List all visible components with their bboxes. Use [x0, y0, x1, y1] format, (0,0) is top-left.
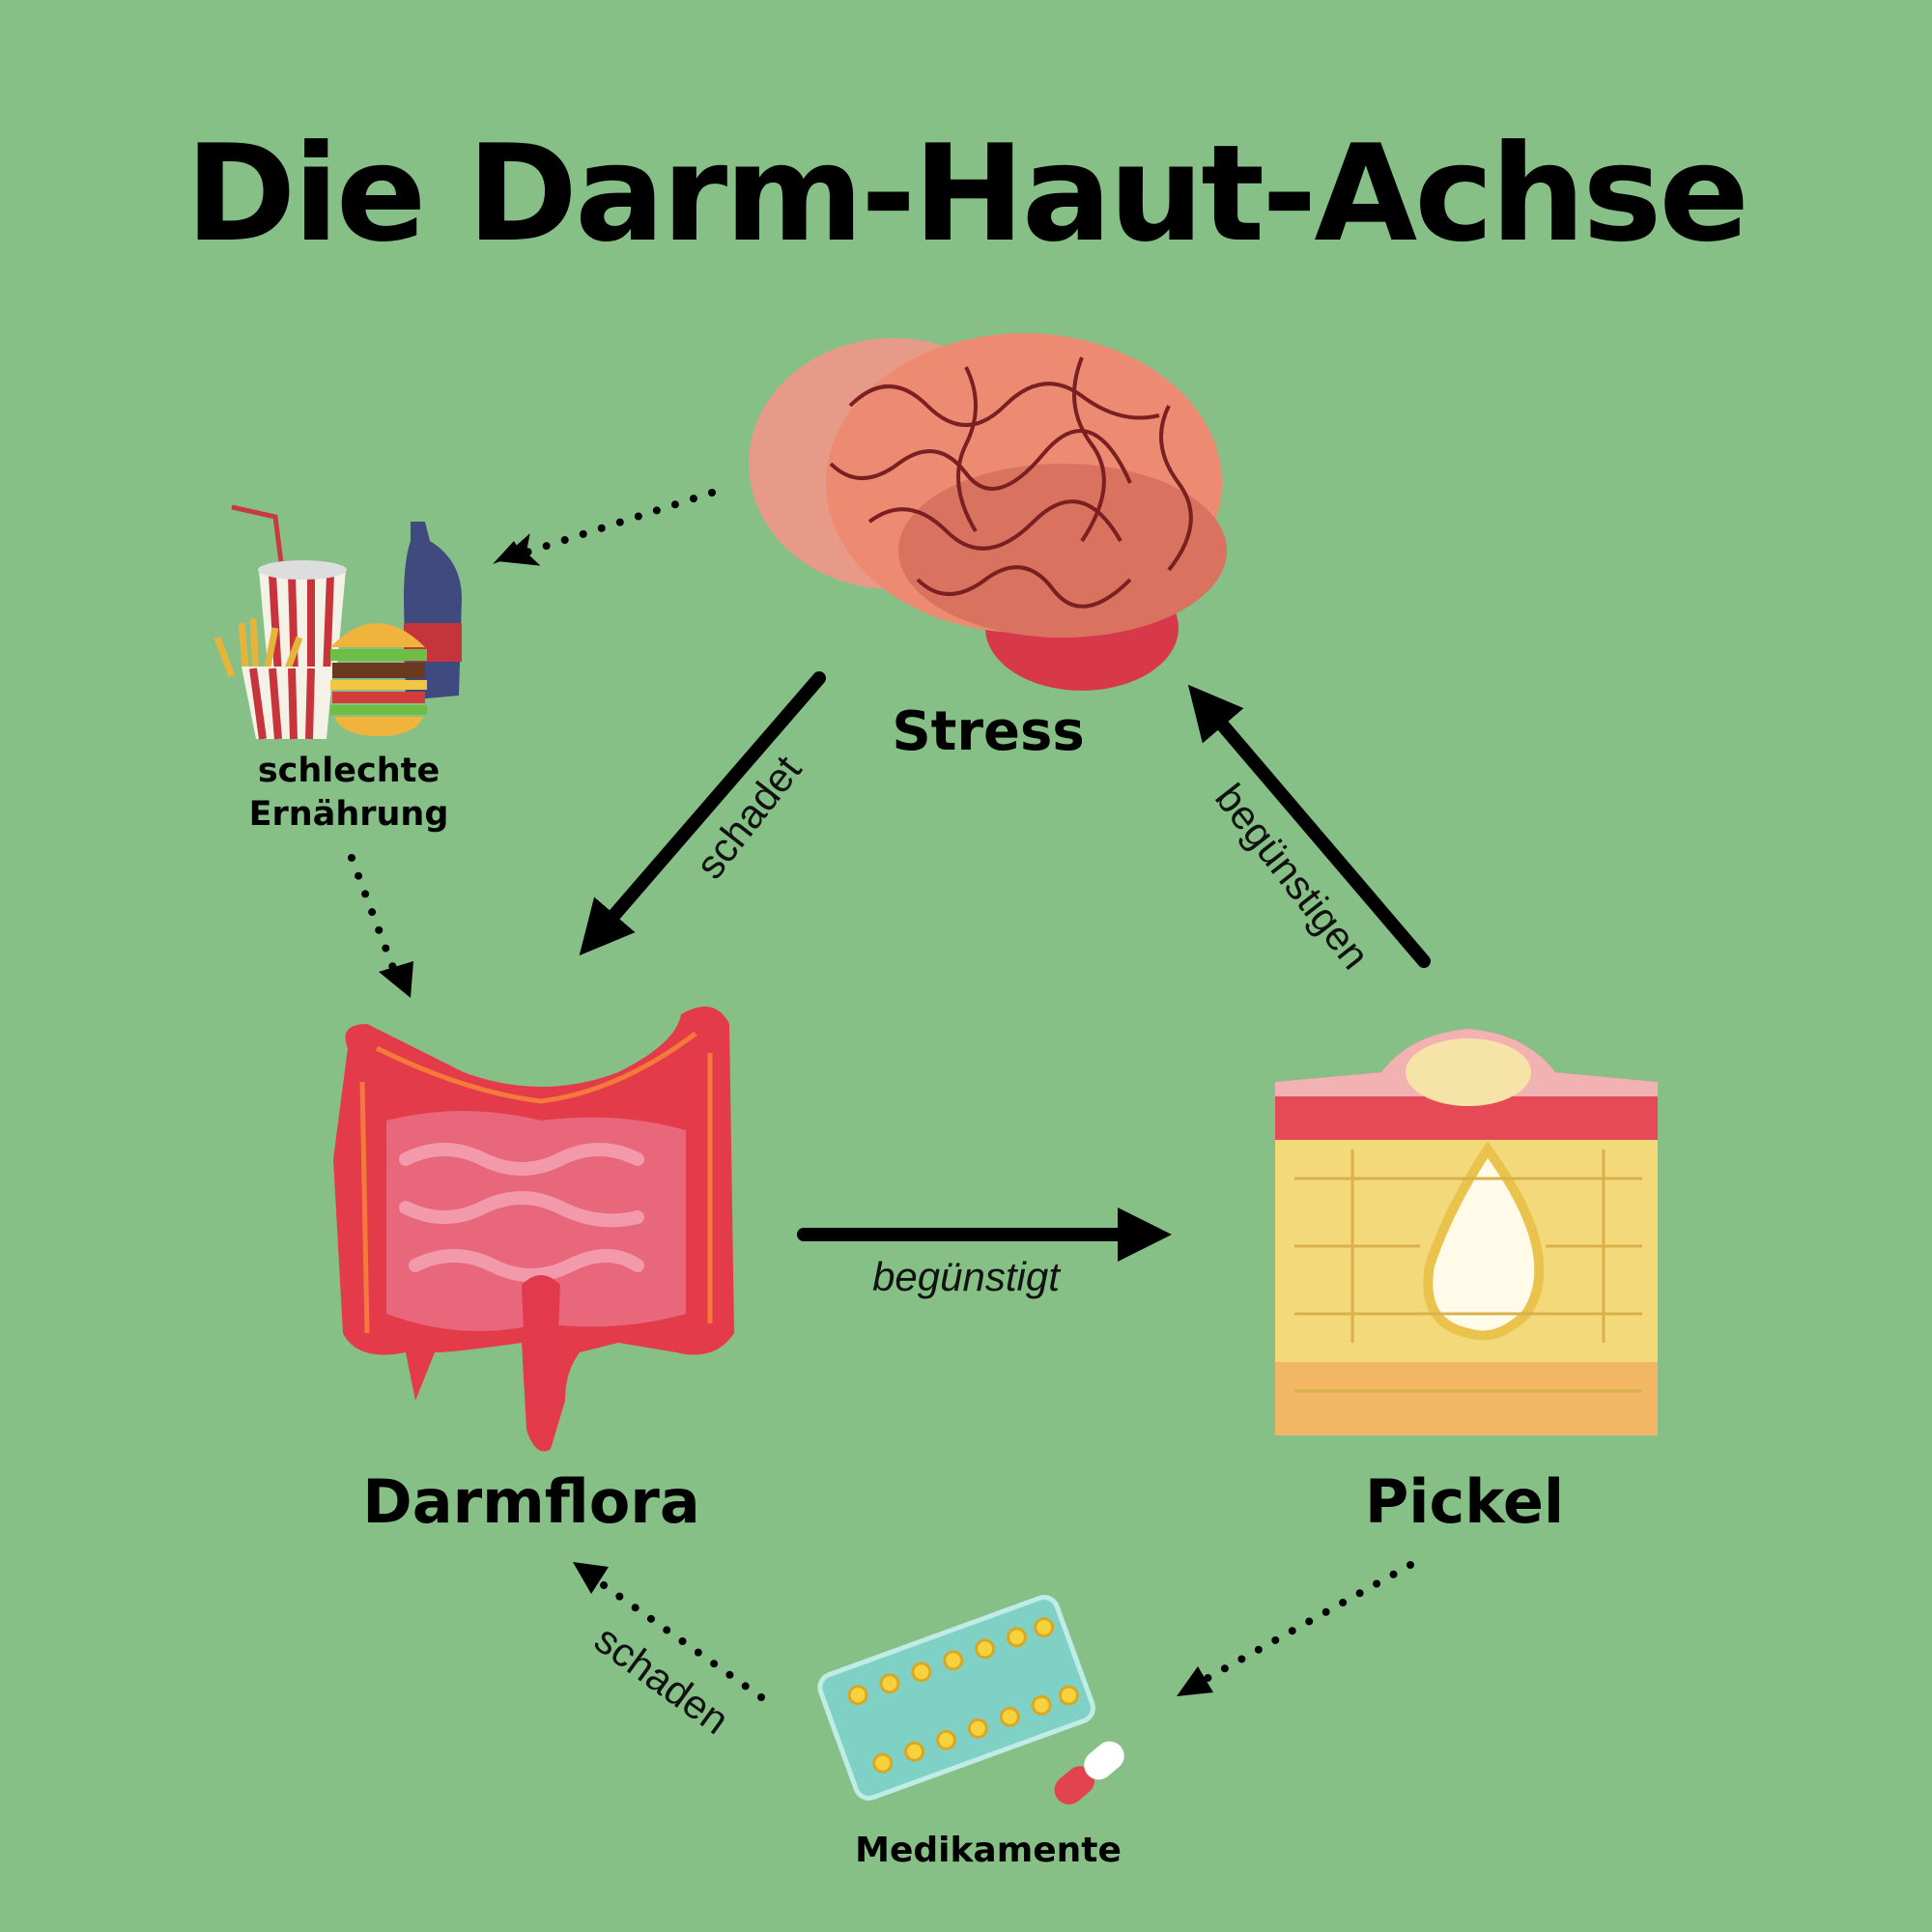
intestine-illustration	[333, 1007, 734, 1452]
ernaehrung-line2: Ernährung	[248, 795, 449, 834]
pill-pack-illustration	[817, 1595, 1124, 1804]
node-label-stress: Stress	[892, 700, 1085, 763]
dotted-arrow-stress-to-ernaehrung	[497, 489, 716, 566]
fast-food-illustration	[213, 504, 462, 740]
node-label-ernaehrung: schlechte Ernährung	[249, 750, 449, 837]
dotted-arrow-ernaehrung-to-darmflora	[348, 854, 400, 980]
edge-label-beguenstigt: begünstigt	[872, 1254, 1060, 1299]
arrow-stress-to-darmflora	[579, 671, 826, 956]
arrow-pickel-to-stress	[1187, 684, 1431, 968]
dotted-arrow-pickel-to-medikamente	[1199, 1561, 1414, 1685]
capsule-illustration	[1054, 1741, 1124, 1804]
pimple-skin-illustration	[1275, 1029, 1658, 1435]
node-label-pickel: Pickel	[1364, 1466, 1565, 1537]
brain-illustration	[749, 333, 1227, 691]
ernaehrung-line1: schlechte	[257, 752, 440, 790]
node-label-darmflora: Darmflora	[362, 1466, 700, 1537]
page-title: Die Darm-Haut-Achse	[185, 116, 1749, 271]
node-label-medikamente: Medikamente	[855, 1831, 1122, 1870]
